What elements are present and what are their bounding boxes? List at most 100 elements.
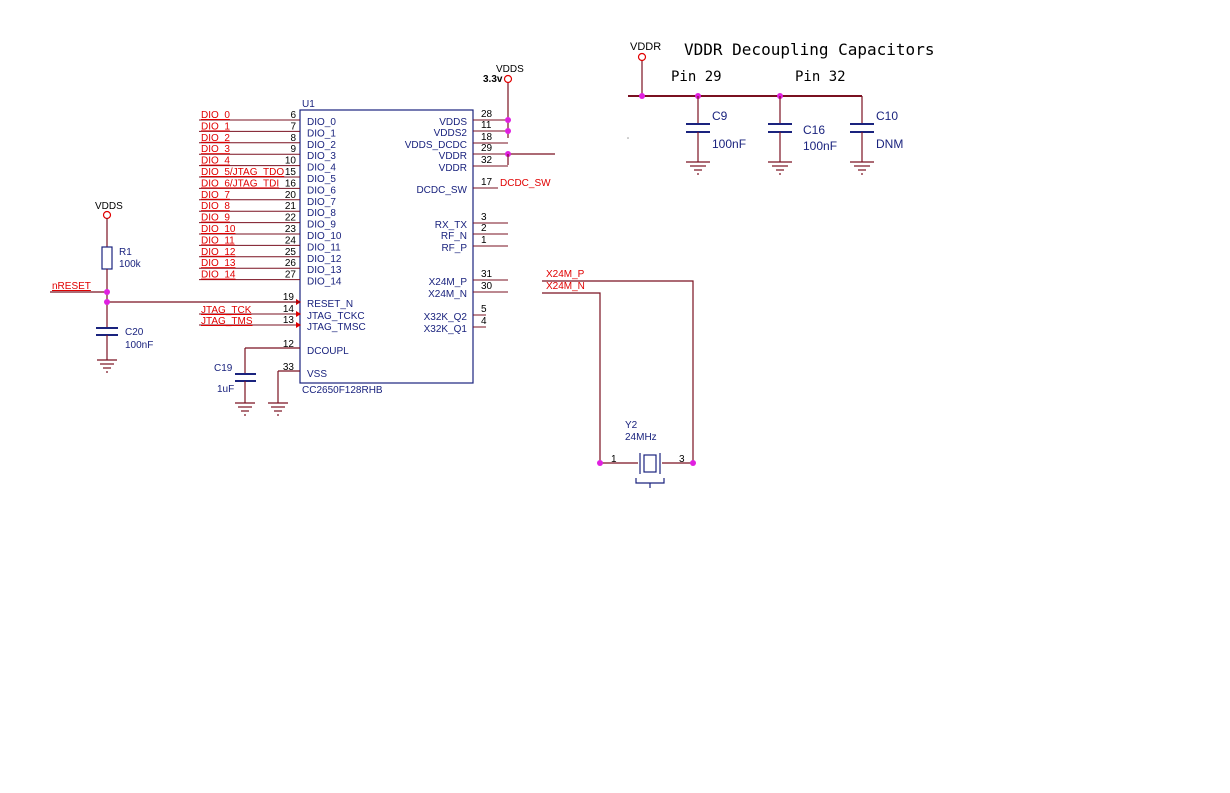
pin-number: 24 <box>285 235 297 246</box>
arrow-icon <box>296 311 301 317</box>
pin-number: 31 <box>481 269 493 280</box>
junction-dot <box>597 460 603 466</box>
junction-dot <box>505 128 511 134</box>
dio-net-label: DIO_1 <box>201 121 230 132</box>
pin-number: 29 <box>481 143 493 154</box>
pin-number: 19 <box>283 292 295 303</box>
pin-number: 4 <box>481 316 487 327</box>
crystal-body <box>643 454 657 473</box>
pin-number: 1 <box>481 235 487 246</box>
dio-net-label: DIO_13 <box>201 258 236 269</box>
pin-number: 26 <box>285 258 297 269</box>
pin-number: 14 <box>283 304 295 315</box>
pin-number: 20 <box>285 190 297 201</box>
pin-name: RESET_N <box>307 299 353 310</box>
x24m-n-net-label: X24M_N <box>546 281 585 292</box>
pin-name: DIO_5 <box>307 174 336 185</box>
pin-name: X24M_P <box>429 277 468 288</box>
pin-name: VDDR <box>439 151 467 162</box>
c19-ref: C19 <box>214 363 233 374</box>
pin-name: X24M_N <box>428 289 467 300</box>
resistor-r1 <box>101 246 113 270</box>
dio-net-label: DIO_10 <box>201 224 236 235</box>
pin-number: 30 <box>481 281 493 292</box>
capacitor-c16: C16 100nF <box>768 96 837 175</box>
capacitor-c9: C9 100nF <box>686 96 746 175</box>
junction-dot <box>104 289 110 295</box>
pin-name: X32K_Q2 <box>424 312 468 323</box>
pin-name: VDDS <box>439 117 467 128</box>
reset-circuit: VDDS R1 100k nRESET C20 100nF <box>50 201 300 373</box>
r1-ref: R1 <box>119 247 132 258</box>
dio-net-label: DIO_8 <box>201 201 230 212</box>
pin-name: DIO_13 <box>307 265 342 276</box>
dio-net-label: DIO_6/JTAG_TDI <box>201 178 279 189</box>
dio-net-label: DIO_4 <box>201 156 230 167</box>
pin-number: 2 <box>481 223 487 234</box>
stray-mark <box>627 137 629 139</box>
capacitor-c10: C10 DNM <box>850 96 903 175</box>
pin-number: 5 <box>481 304 487 315</box>
c20-ref: C20 <box>125 327 144 338</box>
c20-value: 100nF <box>125 340 153 351</box>
vdds-power-symbol <box>102 210 112 220</box>
pin-name: VDDR <box>439 163 467 174</box>
pin-name: X32K_Q1 <box>424 324 468 335</box>
dio-net-label: DIO_7 <box>201 190 230 201</box>
pin-name: RX_TX <box>435 220 468 231</box>
pin-name: DIO_4 <box>307 163 336 174</box>
y2-value: 24MHz <box>625 432 657 443</box>
pin-number: 9 <box>290 144 296 155</box>
pin-number: 7 <box>290 121 296 132</box>
crystal-y2: X24M_P X24M_N Y2 24MHz 1 3 <box>542 269 696 488</box>
pin-name: RF_P <box>441 243 467 254</box>
pin32-label: Pin 32 <box>795 69 846 85</box>
pin-name: DIO_7 <box>307 197 336 208</box>
pin-number: 33 <box>283 362 295 373</box>
pin-number: 18 <box>481 132 493 143</box>
u1-vdds-label: VDDS <box>496 64 524 75</box>
x24m-p-net-label: X24M_P <box>546 269 585 280</box>
u1-ref: U1 <box>302 99 315 110</box>
ground-icon <box>97 359 117 373</box>
pin-name: DIO_1 <box>307 128 336 139</box>
ground-icon <box>235 402 255 416</box>
vdds-power-symbol <box>503 74 513 84</box>
pin-name: RF_N <box>441 231 467 242</box>
pin-name: DIO_2 <box>307 140 336 151</box>
pin-name: DIO_12 <box>307 254 342 265</box>
dio-net-label: DIO_14 <box>201 270 236 281</box>
vddr-decoupling-section: VDDR VDDR Decoupling Capacitors Pin 29 P… <box>628 40 934 175</box>
c10-value: DNM <box>876 137 903 151</box>
junction-dot <box>690 460 696 466</box>
pin-name: VSS <box>307 369 327 380</box>
dio-net-label: DIO_9 <box>201 213 230 224</box>
u1-part: CC2650F128RHB <box>302 385 383 396</box>
pin-name: DIO_11 <box>307 242 341 253</box>
c9-ref: C9 <box>712 109 728 123</box>
c19-value: 1uF <box>217 384 234 395</box>
pin-name: JTAG_TMSC <box>307 322 366 333</box>
junction-dot <box>505 117 511 123</box>
arrow-icon <box>296 322 301 328</box>
y2-pin3: 3 <box>679 454 685 465</box>
pin-number: 22 <box>285 213 297 224</box>
c16-ref: C16 <box>803 123 825 137</box>
nreset-net-label: nRESET <box>52 281 91 292</box>
dcdc-net-label: DCDC_SW <box>500 178 551 189</box>
pin-name: VDDS2 <box>434 128 468 139</box>
y2-ref: Y2 <box>625 420 638 431</box>
y2-pin1: 1 <box>611 454 617 465</box>
pin-name: DIO_0 <box>307 117 336 128</box>
pin29-label: Pin 29 <box>671 69 722 85</box>
dio-net-label: DIO_11 <box>201 235 235 246</box>
pin-name: DCDC_SW <box>416 185 467 196</box>
pin-number: 23 <box>285 224 297 235</box>
r1-value: 100k <box>119 259 142 270</box>
pin-name: DIO_10 <box>307 231 342 242</box>
pin-name: DIO_14 <box>307 277 342 288</box>
